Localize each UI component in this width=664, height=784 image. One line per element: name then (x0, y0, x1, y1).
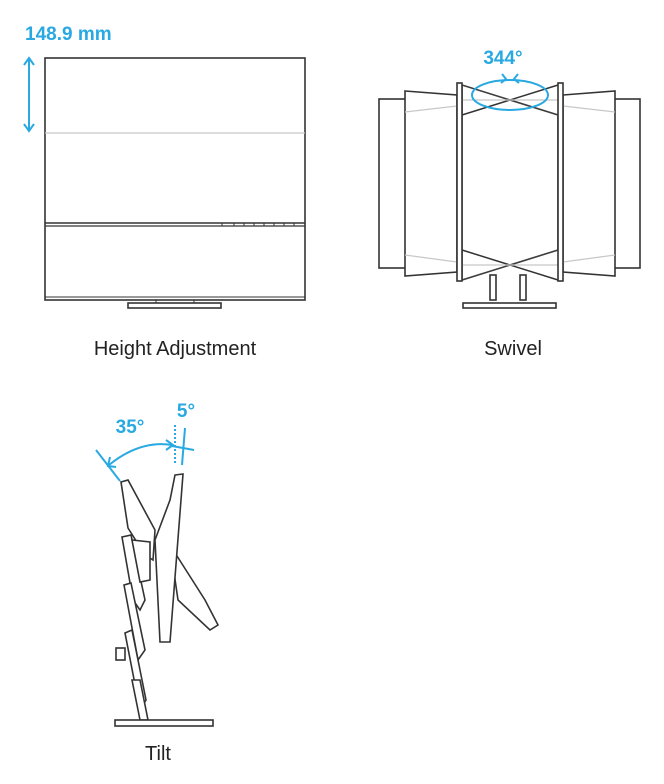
tilt-caption: Tilt (145, 743, 171, 765)
swivel-caption: Swivel (484, 338, 542, 360)
height-adjustment-figure: 148.9 mm Height Adjustment (23, 24, 306, 360)
stand-base (127, 302, 222, 309)
tilt-back-label: 35° (116, 417, 145, 438)
tilt-forward-label: 5° (177, 401, 195, 422)
stand-base (114, 719, 214, 727)
swivel-value-label: 344° (483, 48, 522, 69)
stand-base (462, 302, 557, 309)
monitor-outline (44, 57, 306, 301)
tilt-figure: 35° 5° Tilt (95, 401, 220, 765)
rotate-arrows-icon (471, 73, 549, 111)
vertical-double-arrow-icon (23, 56, 35, 133)
height-adjustment-caption: Height Adjustment (94, 338, 257, 360)
tilt-angle-arc-icon (95, 425, 195, 482)
height-value-label: 148.9 mm (25, 24, 112, 45)
swivel-figure: 344° Swivel (378, 48, 641, 360)
